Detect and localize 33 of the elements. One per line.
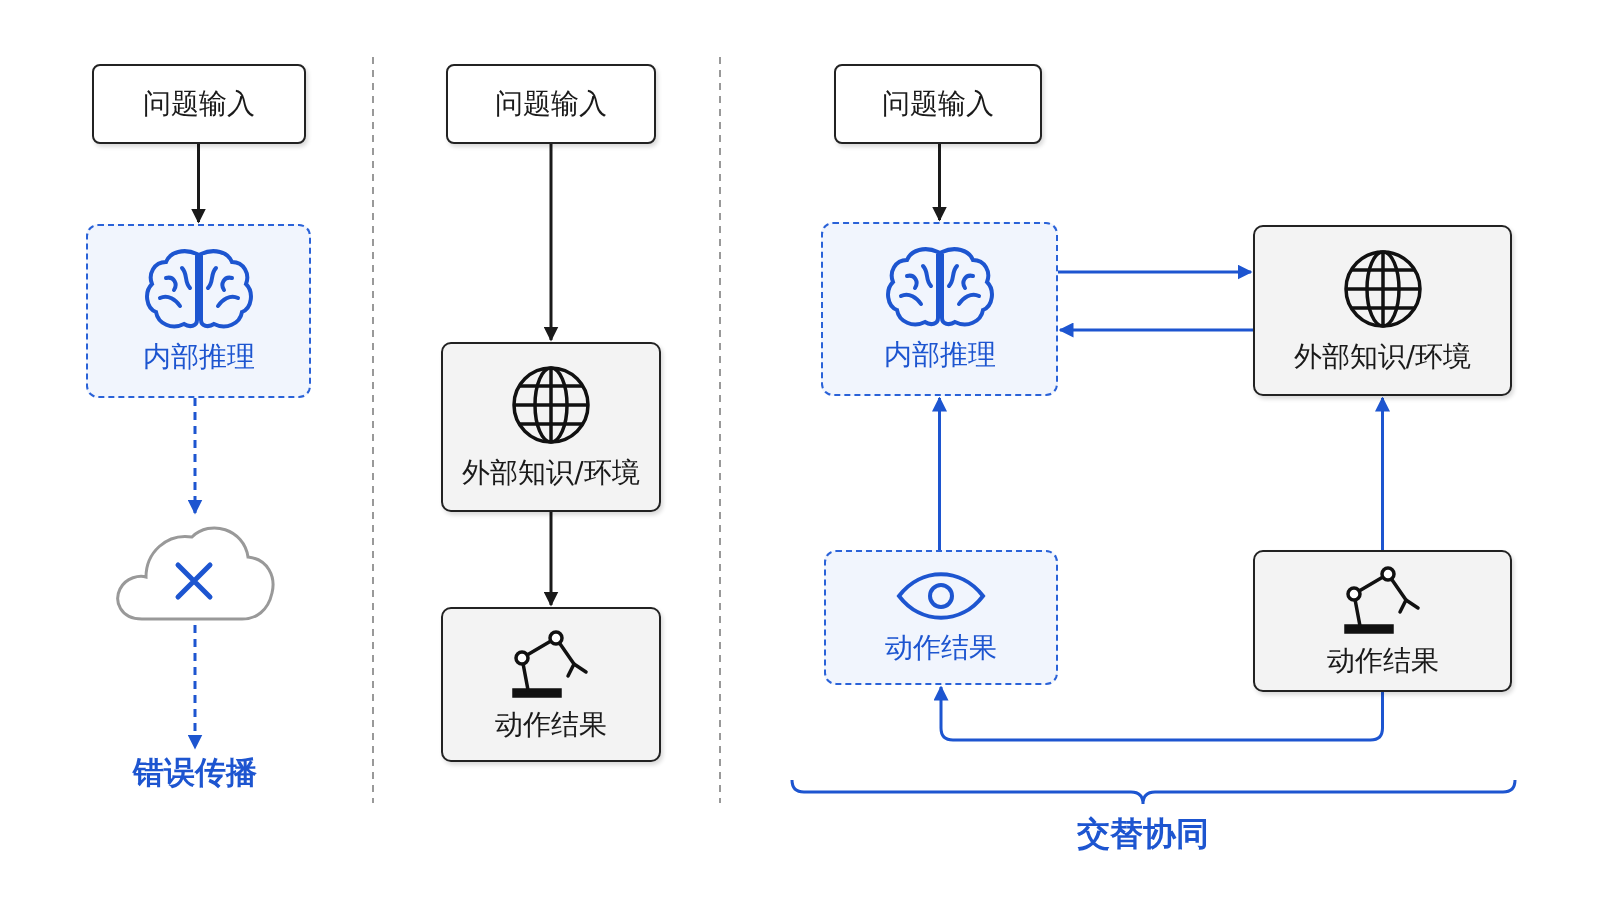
arrow bbox=[932, 396, 947, 550]
node-label: 外部知识/环境 bbox=[1293, 339, 1472, 374]
node-label: 动作结果 bbox=[495, 707, 607, 742]
node-label: 内部推理 bbox=[142, 340, 255, 374]
dashed-process-box bbox=[824, 550, 1058, 685]
node-label: 问题输入 bbox=[882, 87, 994, 121]
arrow bbox=[187, 625, 203, 750]
arrow bbox=[1058, 322, 1253, 338]
process-box bbox=[92, 64, 306, 144]
process-box bbox=[441, 342, 661, 512]
arrow bbox=[543, 144, 559, 342]
node-label: 动作结果 bbox=[885, 630, 997, 665]
arrow bbox=[187, 398, 203, 515]
arrow bbox=[1058, 264, 1253, 280]
node-label: 问题输入 bbox=[143, 87, 255, 121]
node-label: 动作结果 bbox=[1326, 644, 1439, 678]
arrow bbox=[543, 512, 559, 607]
arrow bbox=[933, 685, 1384, 742]
group-caption: 交替协同 bbox=[1076, 813, 1210, 855]
arrow bbox=[1375, 396, 1390, 550]
dashed-process-box bbox=[86, 224, 311, 398]
node-label: 内部推理 bbox=[883, 338, 996, 372]
process-box bbox=[441, 607, 661, 762]
node-label: 外部知识/环境 bbox=[462, 456, 640, 490]
process-box bbox=[1253, 550, 1512, 692]
process-box bbox=[1253, 225, 1512, 396]
outcome-label: 错误传播 bbox=[133, 754, 257, 792]
dashed-process-box bbox=[821, 222, 1058, 396]
arrow bbox=[932, 144, 947, 222]
process-box bbox=[834, 64, 1042, 144]
arrow bbox=[191, 144, 206, 224]
node-label: 问题输入 bbox=[495, 87, 607, 121]
process-box bbox=[446, 64, 656, 144]
